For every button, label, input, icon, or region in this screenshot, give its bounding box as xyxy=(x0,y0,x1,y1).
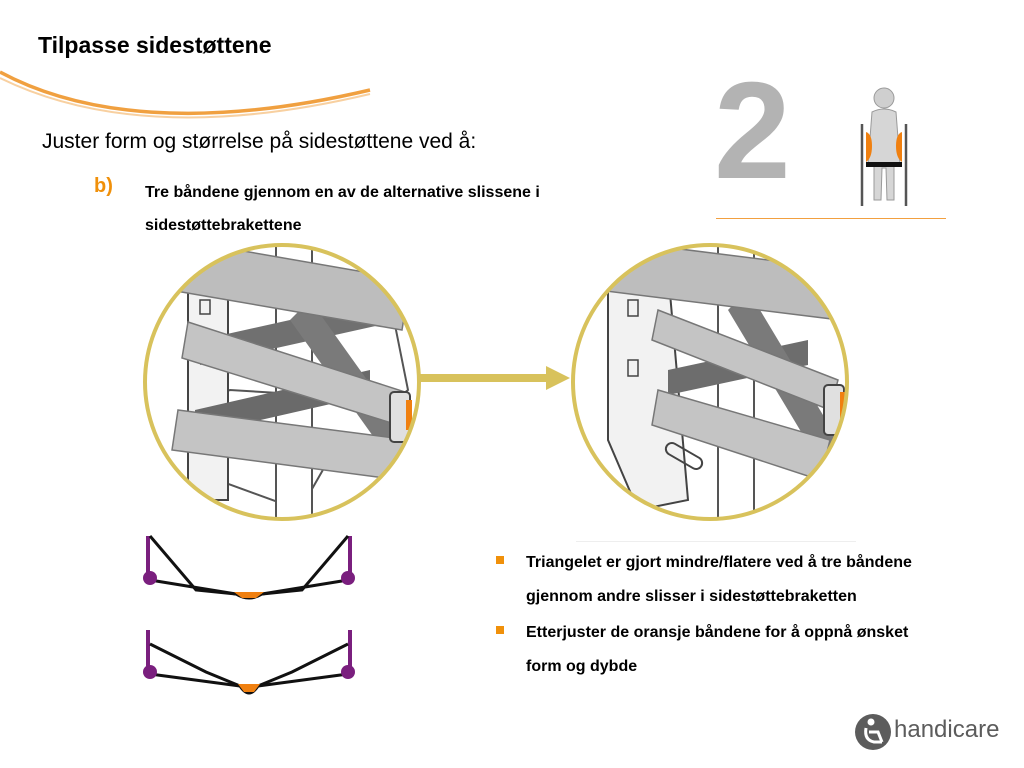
bullet-item: Triangelet er gjort mindre/flatere ved å… xyxy=(496,546,936,614)
step-text: Tre båndene gjennom en av de alternative… xyxy=(145,184,540,234)
bracket-detail-after xyxy=(571,243,849,521)
bullet-text: Triangelet er gjort mindre/flatere ved å… xyxy=(526,554,912,605)
triangle-diagram-small xyxy=(143,535,355,600)
divider xyxy=(576,541,856,542)
bracket-detail-before xyxy=(143,243,421,521)
handicare-logo-icon xyxy=(855,714,891,750)
seated-person-icon xyxy=(860,87,908,206)
intro-text: Juster form og størrelse på sidestøttene… xyxy=(42,130,477,153)
step-number-underline xyxy=(716,218,946,219)
bullet-item: Etterjuster de oransje båndene for å opp… xyxy=(496,616,936,684)
handicare-logo-text: handicare xyxy=(894,716,1000,743)
bullet-square-icon xyxy=(496,626,504,634)
bullet-square-icon xyxy=(496,556,504,564)
handicare-logo: handicare xyxy=(854,710,1004,754)
bullet-text: Etterjuster de oransje båndene for å opp… xyxy=(526,624,909,675)
step-number: 2 xyxy=(714,54,791,208)
triangle-diagram-large xyxy=(143,630,355,695)
decorative-swoosh xyxy=(0,70,371,119)
bullet-list: Triangelet er gjort mindre/flatere ved å… xyxy=(496,546,936,686)
arrow-right-icon xyxy=(418,366,570,390)
step-marker: b) xyxy=(94,175,113,197)
page-title: Tilpasse sidestøttene xyxy=(38,32,272,58)
